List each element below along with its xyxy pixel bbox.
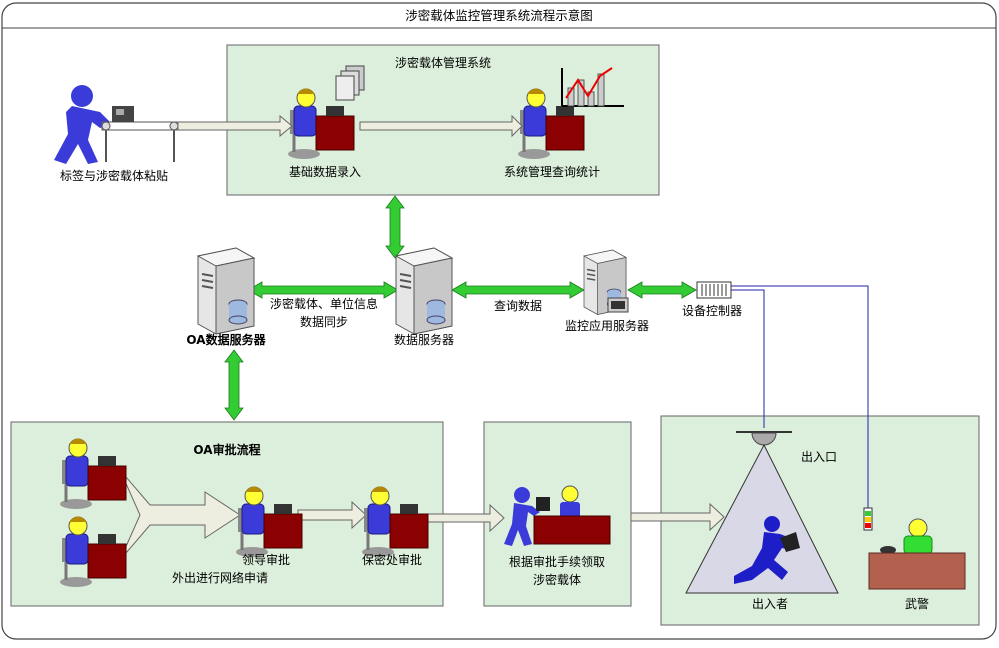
paste-to-entry-arrow xyxy=(177,114,293,138)
monitor-controller-arrow xyxy=(627,281,697,299)
documents-icon xyxy=(335,65,365,101)
statistics-chart-icon xyxy=(561,67,624,107)
signal-light-icon xyxy=(863,507,873,531)
monitor-server-text: 监控应用服务器 xyxy=(565,318,649,333)
system-query-text: 系统管理查询统计 xyxy=(504,164,600,179)
guard-icon xyxy=(868,518,966,590)
data-server-text: 数据服务器 xyxy=(394,332,454,347)
collect-text-1: 根据审批手续领取 xyxy=(509,554,605,569)
passer-icon xyxy=(734,516,800,584)
data-server-icon xyxy=(395,247,453,335)
oa-server-text: OA数据服务器 xyxy=(186,332,266,347)
query-data-text: 查询数据 xyxy=(494,298,542,313)
guard-text: 武警 xyxy=(905,596,929,611)
apply-to-leader-arrow xyxy=(119,469,241,561)
oa-server-icon xyxy=(197,247,255,335)
exit-text: 出入口 xyxy=(801,450,837,464)
passer-text: 出入者 xyxy=(752,597,788,611)
collect-to-exit-arrow xyxy=(630,502,725,532)
basic-entry-text: 基础数据录入 xyxy=(289,164,361,179)
device-controller-icon xyxy=(696,281,732,299)
sync-text-2: 数据同步 xyxy=(300,314,348,329)
entry-to-query-arrow xyxy=(359,114,523,138)
diagram-title: 涉密载体监控管理系统流程示意图 xyxy=(405,8,593,23)
collect-text-2: 涉密载体 xyxy=(533,572,581,587)
monitor-server-icon xyxy=(583,249,629,316)
detection-zone xyxy=(685,443,839,594)
sensor-icon xyxy=(736,431,792,446)
leader-to-secrecy-arrow xyxy=(297,500,367,530)
mgmt-data-server-arrow xyxy=(385,195,405,259)
sync-text-1: 涉密载体、单位信息 xyxy=(270,296,378,311)
secrecy-approval-text: 保密处审批 xyxy=(362,552,422,567)
device-controller-text: 设备控制器 xyxy=(682,304,742,318)
leader-approval-text: 领导审批 xyxy=(242,552,290,567)
label-paste-text: 标签与涉密载体粘贴 xyxy=(60,168,168,183)
mgmt-system-title: 涉密载体管理系统 xyxy=(395,55,491,70)
secrecy-to-collect-arrow xyxy=(423,503,505,533)
controller-to-light-cable xyxy=(731,285,869,508)
collect-panel xyxy=(483,421,632,607)
apply-out-text: 外出进行网络申请 xyxy=(172,570,268,585)
collect-scene-icon xyxy=(504,485,611,546)
label-paste-icon xyxy=(54,85,179,164)
oa-server-flow-arrow xyxy=(224,349,244,421)
oa-flow-title: OA审批流程 xyxy=(193,442,260,457)
controller-to-sensor-cable xyxy=(731,289,765,428)
